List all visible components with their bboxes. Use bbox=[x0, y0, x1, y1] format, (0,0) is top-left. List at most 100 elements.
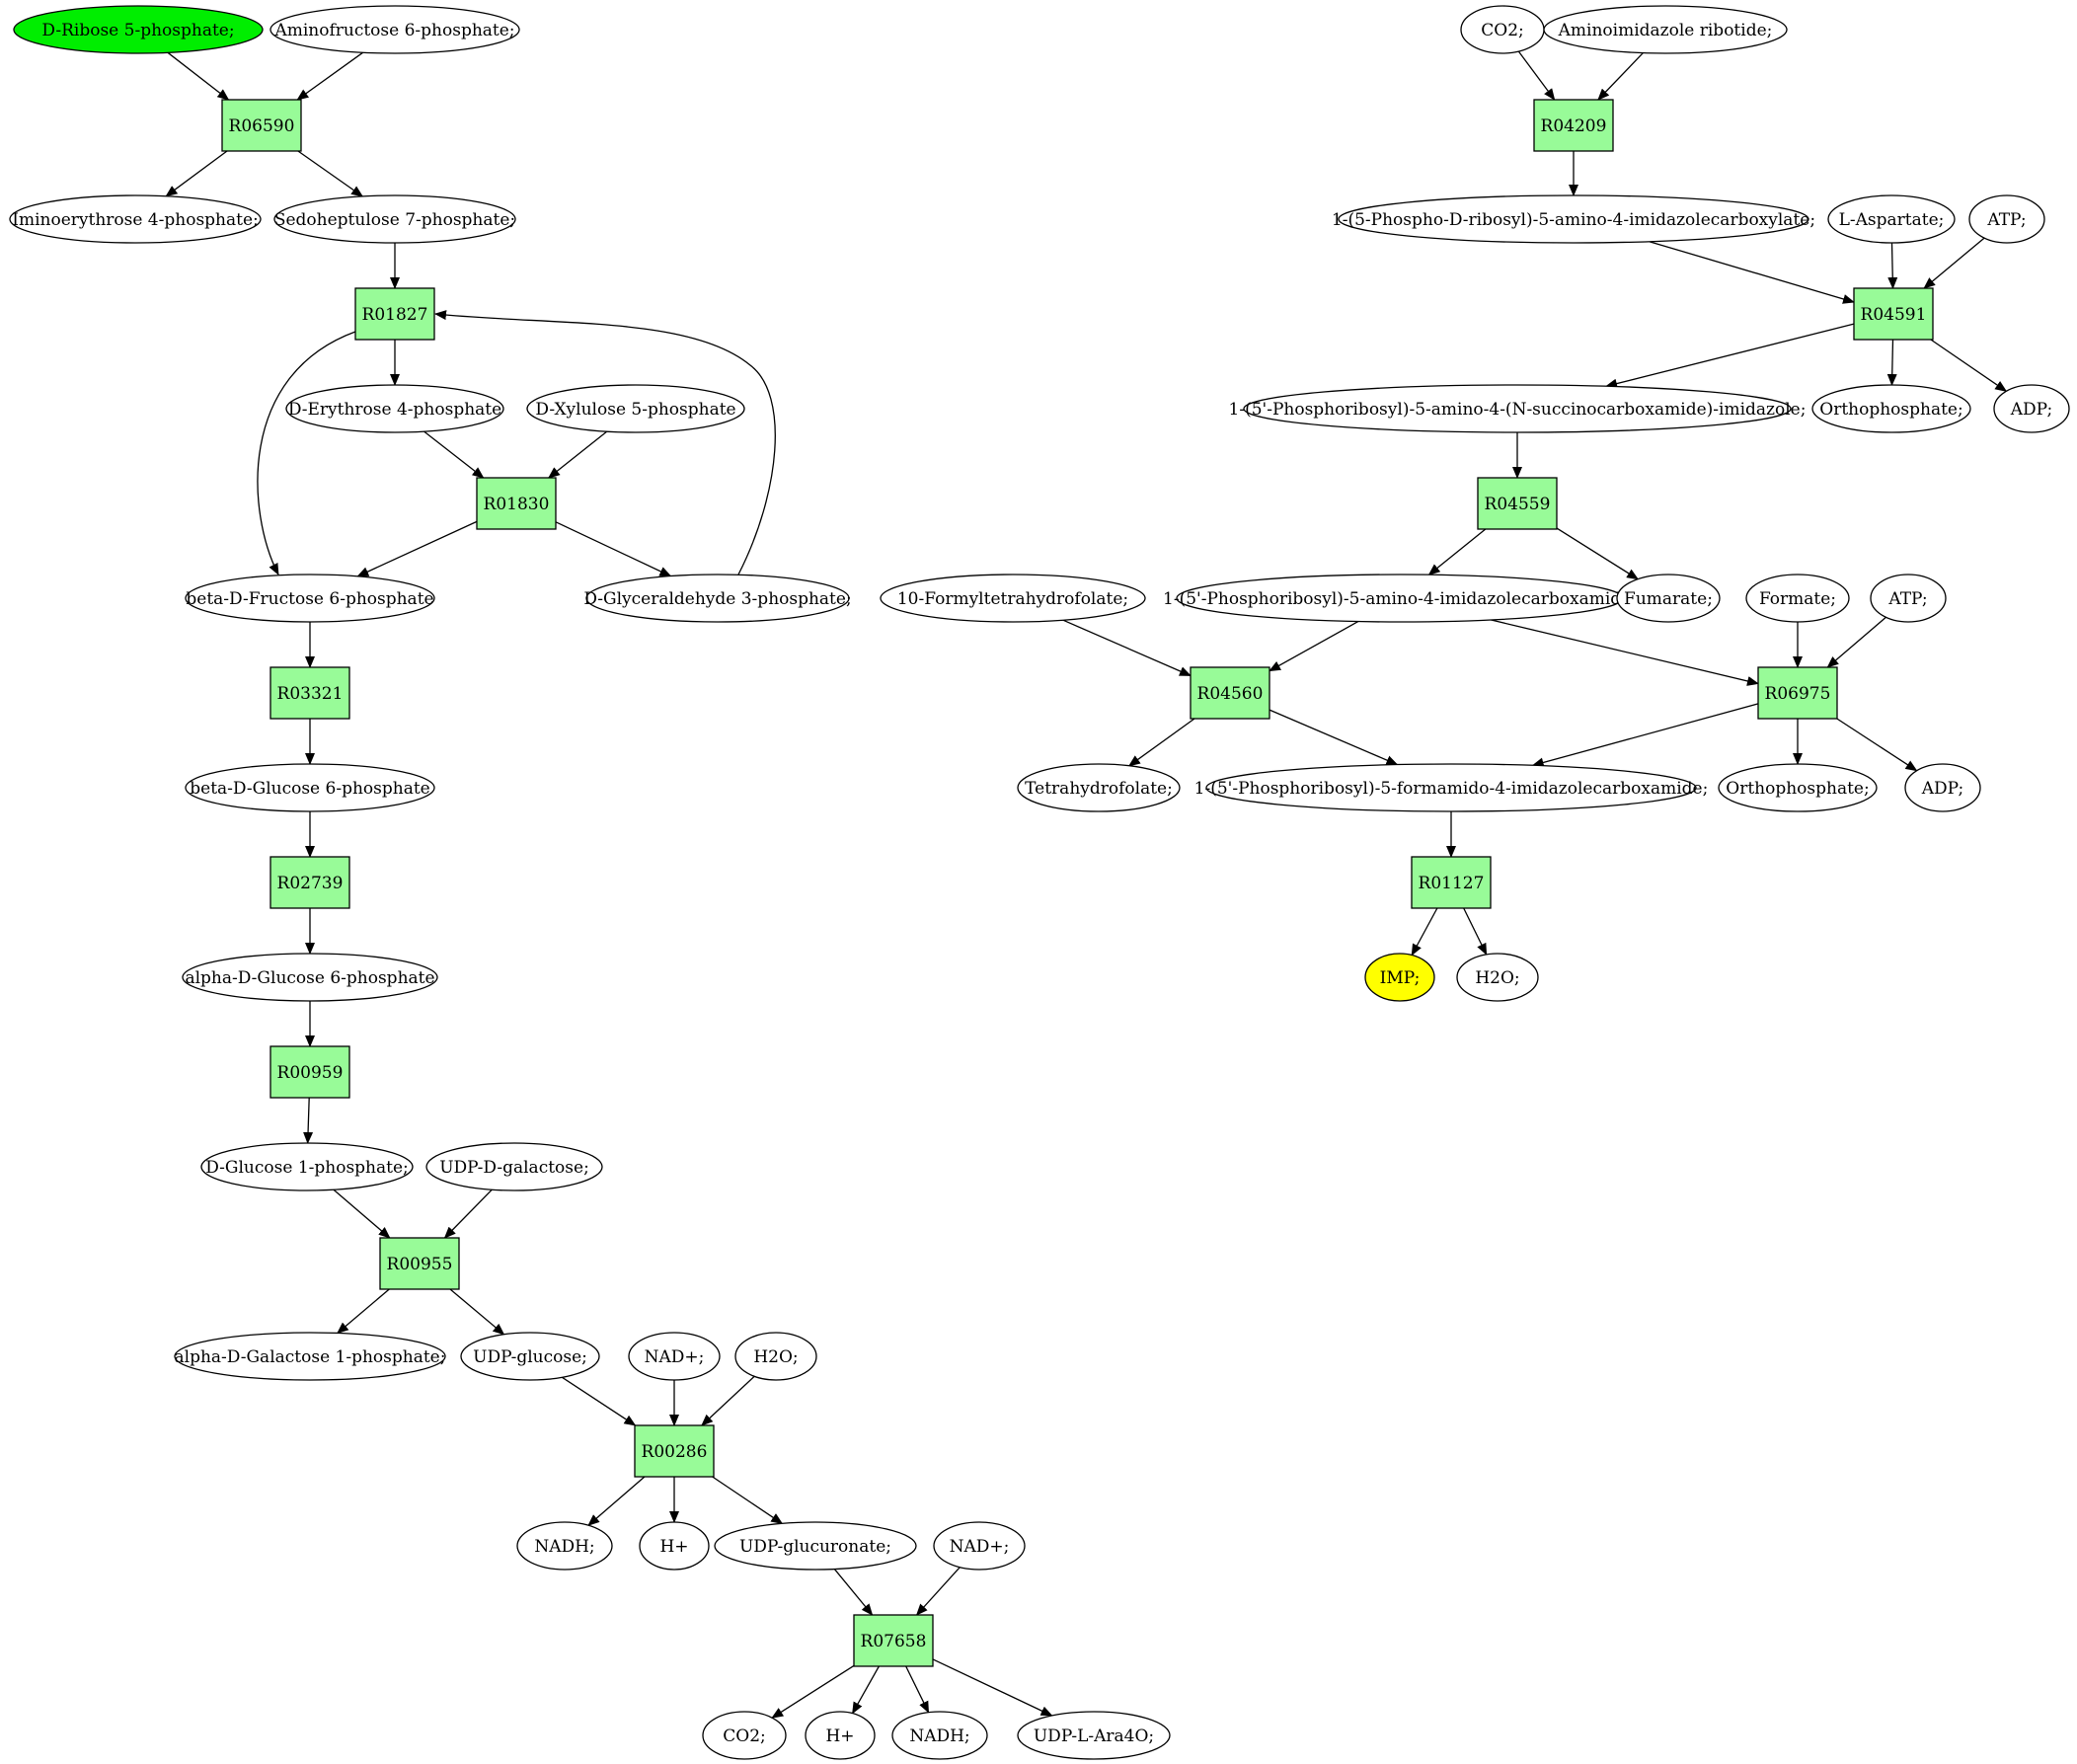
edge-c_aminofructose6p-to-r_R06590 bbox=[296, 51, 364, 101]
edge-c_formylthf-to-r_R04560 bbox=[1062, 619, 1192, 677]
node-label: 1-(5'-Phosphoribosyl)-5-amino-4-(N-succi… bbox=[1229, 400, 1807, 420]
compound-node-c_ortho_2: Orthophosphate; bbox=[1718, 763, 1878, 812]
node-label: alpha-D-Glucose 6-phosphate bbox=[185, 968, 434, 988]
edge-r_R07658-to-c_udplara4o bbox=[932, 1658, 1053, 1717]
edge-c_dxylulose5p-to-r_R01830 bbox=[548, 430, 608, 479]
compound-ellipse bbox=[1205, 763, 1697, 812]
edge-r_R07658-to-c_hplus_2 bbox=[852, 1665, 880, 1715]
compound-ellipse bbox=[805, 1711, 876, 1760]
compound-ellipse bbox=[880, 574, 1146, 623]
compound-node-c_co2_1: CO2; bbox=[1460, 5, 1545, 54]
reaction-box bbox=[1477, 477, 1558, 530]
reaction-box bbox=[853, 1614, 934, 1667]
edge-c_udpglucuronate-to-r_R07658 bbox=[833, 1569, 874, 1616]
edge-r_R00955-to-c_adgalactose1p bbox=[337, 1288, 390, 1335]
node-label: Orthophosphate; bbox=[1726, 779, 1869, 799]
reaction-node-r_R06590: R06590 bbox=[221, 99, 302, 152]
compound-node-c_ribose5p: D-Ribose 5-phosphate; bbox=[13, 5, 264, 54]
compound-node-c_faicar: 1-(5'-Phosphoribosyl)-5-formamido-4-imid… bbox=[1194, 763, 1709, 812]
compound-node-c_dglucose1p: D-Glucose 1-phosphate; bbox=[200, 1142, 414, 1191]
compound-node-c_thf: Tetrahydrofolate; bbox=[1017, 763, 1181, 812]
node-label: D-Xylulose 5-phosphate bbox=[535, 400, 735, 420]
node-label: R04560 bbox=[1197, 684, 1264, 704]
node-label: Iminoerythrose 4-phosphate; bbox=[12, 210, 259, 230]
edge-c_atp_1-to-r_R04591 bbox=[1923, 237, 1985, 289]
reaction-box bbox=[269, 666, 350, 720]
compound-node-c_formate: Formate; bbox=[1745, 574, 1850, 623]
reaction-box bbox=[476, 477, 557, 530]
compound-ellipse bbox=[425, 1142, 603, 1191]
edge-c_aicar-to-r_R06975 bbox=[1490, 619, 1759, 686]
compound-node-c_nadh_2: NADH; bbox=[891, 1711, 988, 1760]
edge-c_dglucose1p-to-r_R00955 bbox=[333, 1189, 391, 1239]
node-label: D-Glucose 1-phosphate; bbox=[205, 1158, 409, 1178]
node-label: alpha-D-Galactose 1-phosphate; bbox=[175, 1347, 446, 1367]
node-label: H+ bbox=[825, 1726, 854, 1746]
reaction-box bbox=[354, 287, 435, 341]
compound-ellipse bbox=[1904, 763, 1981, 812]
edge-r_R01827-to-c_bdfructose6p bbox=[257, 331, 356, 575]
edge-r_R04591-to-c_saicar bbox=[1605, 323, 1855, 389]
node-label: Formate; bbox=[1759, 589, 1836, 609]
reaction-box bbox=[221, 99, 302, 152]
node-label: 1-(5'-Phosphoribosyl)-5-amino-4-imidazol… bbox=[1163, 589, 1637, 609]
node-label: R01127 bbox=[1419, 874, 1485, 893]
compound-node-c_udpglucose: UDP-glucose; bbox=[460, 1332, 600, 1381]
reaction-box bbox=[269, 856, 350, 909]
compound-node-c_hplus_2: H+ bbox=[805, 1711, 876, 1760]
compound-ellipse bbox=[1338, 194, 1809, 244]
edge-c_co2_1-to-r_R04209 bbox=[1517, 50, 1556, 101]
edge-c_glyceraldehyde3p-to-r_R01827 bbox=[434, 310, 776, 575]
compound-ellipse bbox=[200, 1142, 414, 1191]
node-label: Orthophosphate; bbox=[1819, 400, 1962, 420]
compound-ellipse bbox=[1616, 574, 1721, 623]
reaction-box bbox=[634, 1424, 715, 1478]
node-label: beta-D-Glucose 6-phosphate bbox=[190, 779, 429, 799]
compound-ellipse bbox=[516, 1521, 613, 1571]
node-label: R07658 bbox=[861, 1632, 927, 1651]
edge-c_air-to-r_R04209 bbox=[1597, 52, 1644, 101]
edge-c_ribose5p-to-r_R06590 bbox=[167, 51, 230, 101]
compound-ellipse bbox=[1811, 384, 1971, 433]
compound-node-c_derythrose4p: D-Erythrose 4-phosphate bbox=[285, 384, 504, 433]
node-label: UDP-glucuronate; bbox=[739, 1537, 891, 1557]
edge-r_R04591-to-c_adp_1 bbox=[1930, 339, 2008, 392]
compound-ellipse bbox=[1543, 5, 1788, 54]
node-label: Tetrahydrofolate; bbox=[1025, 779, 1173, 799]
compound-ellipse bbox=[933, 1521, 1026, 1571]
edge-r_R06975-to-c_faicar bbox=[1531, 703, 1759, 768]
node-label: NADH; bbox=[909, 1726, 969, 1746]
compound-ellipse bbox=[185, 763, 435, 812]
reaction-box bbox=[1853, 287, 1934, 341]
node-label: NAD+; bbox=[645, 1347, 705, 1367]
node-label: R00959 bbox=[277, 1063, 344, 1083]
compound-ellipse bbox=[628, 1332, 721, 1381]
reaction-node-r_R04559: R04559 bbox=[1477, 477, 1558, 530]
node-label: R04209 bbox=[1541, 116, 1607, 136]
edge-r_R06590-to-c_sedoheptulose7p bbox=[297, 150, 364, 197]
compound-ellipse bbox=[1364, 953, 1435, 1002]
compound-ellipse bbox=[1456, 953, 1539, 1002]
reaction-box bbox=[1190, 666, 1270, 720]
compound-ellipse bbox=[639, 1521, 710, 1571]
node-label: R02739 bbox=[277, 874, 344, 893]
compound-node-c_imp: IMP; bbox=[1364, 953, 1435, 1002]
reaction-box bbox=[269, 1045, 350, 1099]
node-label: CO2; bbox=[723, 1726, 766, 1746]
node-label: 1-(5'-Phosphoribosyl)-5-formamido-4-imid… bbox=[1194, 779, 1709, 799]
compound-node-c_adgalactose1p: alpha-D-Galactose 1-phosphate; bbox=[174, 1332, 446, 1381]
node-label: 1-(5-Phospho-D-ribosyl)-5-amino-4-imidaz… bbox=[1332, 210, 1815, 230]
compound-ellipse bbox=[702, 1711, 787, 1760]
reaction-node-r_R01827: R01827 bbox=[354, 287, 435, 341]
compound-ellipse bbox=[1993, 384, 2070, 433]
node-label: Fumarate; bbox=[1624, 589, 1713, 609]
edge-r_R01830-to-c_bdfructose6p bbox=[356, 520, 478, 577]
compound-ellipse bbox=[174, 1332, 446, 1381]
edge-r_R07658-to-c_co2_2 bbox=[771, 1664, 855, 1719]
compound-node-c_aminofructose6p: Aminofructose 6-phosphate; bbox=[269, 5, 520, 54]
edge-r_R04560-to-c_faicar bbox=[1269, 709, 1399, 766]
compound-node-c_atp_1: ATP; bbox=[1968, 194, 2045, 244]
compound-ellipse bbox=[460, 1332, 600, 1381]
compound-node-c_udpdgalactose: UDP-D-galactose; bbox=[425, 1142, 603, 1191]
reaction-box bbox=[1757, 666, 1838, 720]
